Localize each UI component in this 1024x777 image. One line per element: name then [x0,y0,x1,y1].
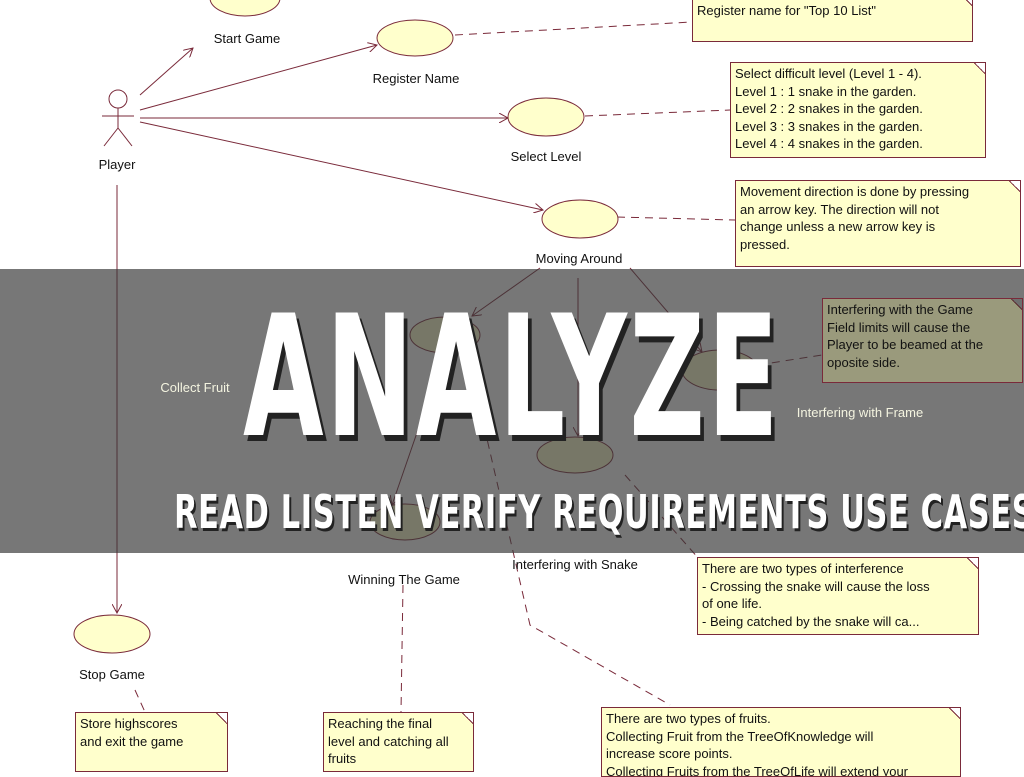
note-fruit: There are two types of fruits. Collectin… [601,707,961,777]
label-start-game: Start Game [214,31,280,46]
note-moving: Movement direction is done by pressing a… [735,180,1021,267]
note-line: - Being catched by the snake will ca... [702,613,974,631]
note-line: Level 3 : 3 snakes in the garden. [735,118,981,136]
label-stop-game: Stop Game [79,667,145,682]
note-snake: There are two types of interference - Cr… [697,557,979,635]
note-register: Register name for "Top 10 List" [692,0,973,42]
actor-player-icon [102,90,134,146]
note-line: Player to be beamed at the [827,336,1018,354]
note-line: Reaching the final [328,715,469,733]
note-line: Level 2 : 2 snakes in the garden. [735,100,981,118]
note-line: fruits [328,750,469,768]
note-level: Select difficult level (Level 1 - 4). Le… [730,62,986,158]
slide-title: ANALYZE [195,292,830,462]
note-line: Collecting Fruits from the TreeOfLife wi… [606,763,956,777]
note-line: Level 4 : 4 snakes in the garden. [735,135,981,153]
note-line: level and catching all [328,733,469,751]
note-winning: Reaching the final level and catching al… [323,712,474,772]
note-line: There are two types of interference [702,560,974,578]
note-line: There are two types of fruits. [606,710,956,728]
usecase-register-name [377,20,453,56]
note-line: Register name for "Top 10 List" [697,2,968,20]
usecase-stop-game [74,615,150,653]
note-line: Field limits will cause the [827,319,1018,337]
note-frame: Interfering with the Game Field limits w… [822,298,1023,383]
actor-label: Player [99,157,136,172]
note-line: of one life. [702,595,974,613]
slide-subtitle: READ LISTEN VERIFY REQUIREMENTS USE CASE… [174,484,850,540]
label-register-name: Register Name [373,71,460,86]
note-line: change unless a new arrow key is [740,218,1016,236]
label-interfering-snake: Interfering with Snake [512,557,638,572]
label-moving-around: Moving Around [536,251,623,266]
note-line: an arrow key. The direction will not [740,201,1016,219]
note-line: oposite side. [827,354,1018,372]
assoc-moving [140,122,543,210]
note-line: Select difficult level (Level 1 - 4). [735,65,981,83]
usecase-moving-around [542,200,618,238]
assoc-register [140,45,377,110]
assoc-start [140,48,193,95]
note-line: Level 1 : 1 snake in the garden. [735,83,981,101]
label-select-level: Select Level [511,149,582,164]
note-line: Interfering with the Game [827,301,1018,319]
note-line: - Crossing the snake will cause the loss [702,578,974,596]
note-line: Store highscores [80,715,223,733]
note-line: increase score points. [606,745,956,763]
usecase-start-game [210,0,280,16]
usecase-select-level [508,98,584,136]
note-line: Movement direction is done by pressing [740,183,1016,201]
note-line: Collecting Fruit from the TreeOfKnowledg… [606,728,956,746]
note-line: pressed. [740,236,1016,254]
note-stop: Store highscores and exit the game [75,712,228,772]
label-winning-game: Winning The Game [348,572,460,587]
note-line: and exit the game [80,733,223,751]
